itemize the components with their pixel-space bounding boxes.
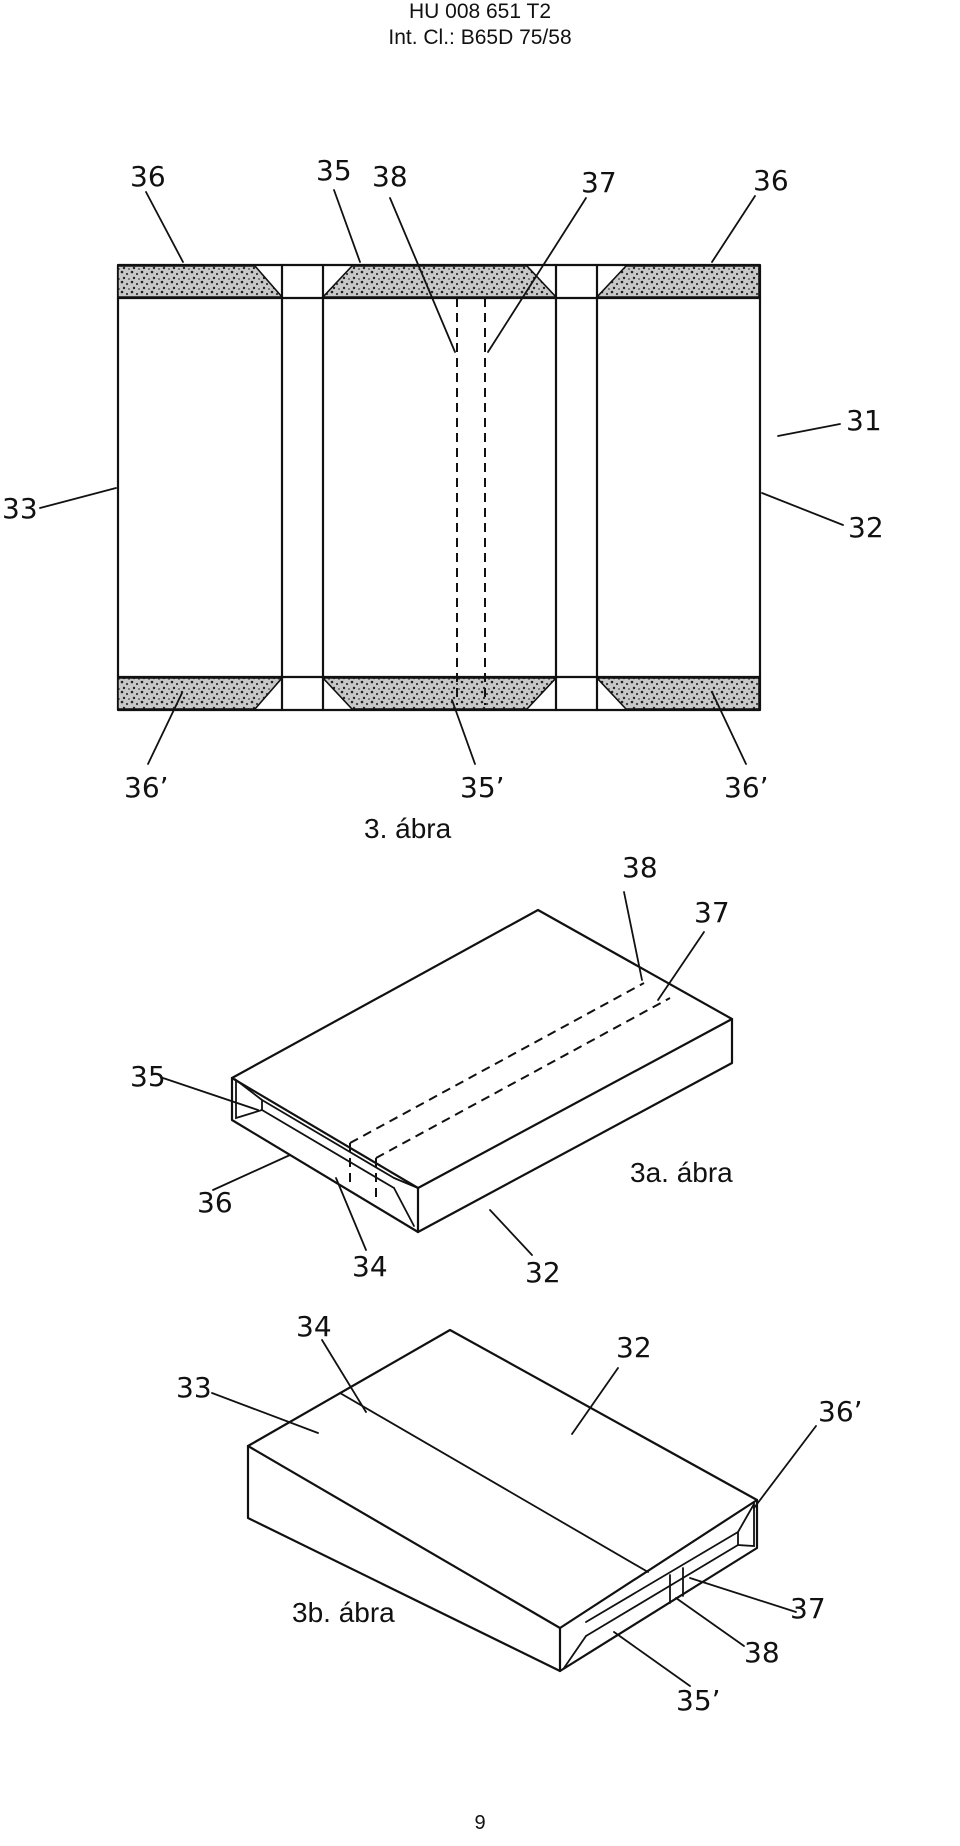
adhesive-zone-35p-bottom [321, 677, 558, 710]
page-number: 9 [474, 1812, 486, 1834]
ref-37: 37 [694, 896, 730, 929]
figure-caption: 3. ábra [364, 813, 452, 844]
package-top-face [230, 908, 734, 1190]
ref-36-prime: 36’ [724, 771, 769, 804]
ref-33: 33 [176, 1371, 212, 1404]
ref-32: 32 [616, 1331, 652, 1364]
figure-caption: 3a. ábra [630, 1157, 733, 1188]
blank-outline [116, 263, 762, 712]
figure-3: 36 35 38 37 36 31 33 32 36’ 35’ 36’ 3. á… [2, 154, 884, 844]
ref-34: 34 [352, 1250, 388, 1283]
ref-32: 32 [848, 511, 884, 544]
ref-31: 31 [846, 404, 882, 437]
ref-36-prime: 36’ [818, 1395, 863, 1428]
adhesive-zone-36-top-right [595, 265, 760, 298]
patent-number: HU 008 651 T2 [408, 0, 552, 23]
ref-35-prime: 35’ [460, 771, 505, 804]
figure-3b: 34 32 33 36’ 37 38 35’ 3b. ábra [176, 1310, 863, 1717]
figure-caption: 3b. ábra [292, 1597, 395, 1628]
adhesive-zone-35-top [321, 265, 558, 298]
ref-34: 34 [296, 1310, 332, 1343]
ref-36: 36 [197, 1186, 233, 1219]
figure-3a: 38 37 35 36 34 32 3a. ábra [130, 851, 733, 1289]
ref-32: 32 [525, 1256, 561, 1289]
ref-35: 35 [130, 1060, 166, 1093]
ref-38: 38 [744, 1636, 780, 1669]
ref-37: 37 [581, 166, 617, 199]
adhesive-zone-36-top-left [117, 265, 284, 298]
ref-36: 36 [753, 164, 789, 197]
adhesive-zone-36p-bottom-right [595, 677, 760, 710]
classification: Int. Cl.: B65D 75/58 [388, 26, 572, 49]
package-top-face [246, 1328, 759, 1630]
ref-35: 35 [316, 154, 352, 187]
ref-38: 38 [622, 851, 658, 884]
ref-36: 36 [130, 160, 166, 193]
ref-35-prime: 35’ [676, 1684, 721, 1717]
ref-37: 37 [790, 1592, 826, 1625]
ref-33: 33 [2, 492, 38, 525]
ref-38: 38 [372, 160, 408, 193]
adhesive-zone-36p-bottom-left [117, 677, 284, 710]
ref-36-prime: 36’ [124, 771, 169, 804]
